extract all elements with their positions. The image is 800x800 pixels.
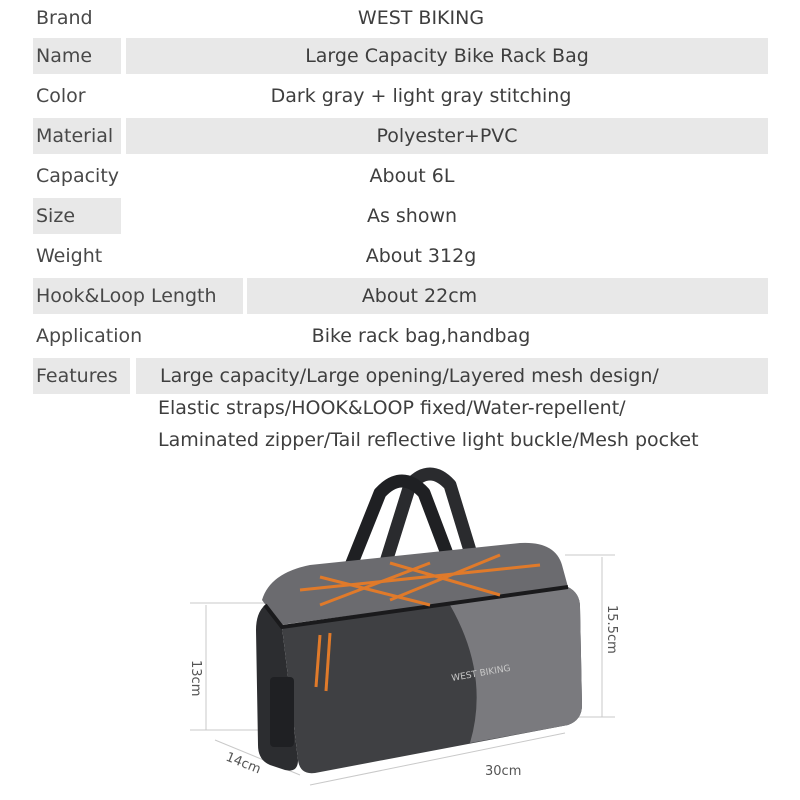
spec-row-size: Size As shown [0, 198, 800, 234]
spec-label: Material [33, 118, 121, 154]
spec-value: About 312g [365, 245, 477, 267]
spec-value-text: As shown [366, 205, 458, 227]
spec-label: Brand [36, 7, 93, 29]
spec-label: Capacity [36, 165, 120, 187]
feature-line: Large capacity/Large opening/Layered mes… [160, 365, 659, 387]
elastic-cords [299, 553, 541, 607]
spec-value: About 22cm [247, 278, 768, 314]
spec-row-capacity: Capacity About 6L [0, 158, 800, 194]
spec-row-hook-loop: Hook&Loop Length About 22cm [0, 278, 800, 314]
dim-14cm: 14cm [224, 750, 263, 778]
spec-value: Bike rack bag,handbag [311, 325, 531, 347]
spec-label: Size [33, 198, 121, 234]
spec-row-application: Application Bike rack bag,handbag [0, 318, 800, 354]
spec-row-weight: Weight About 312g [0, 238, 800, 274]
spec-value: As shown [126, 198, 698, 234]
spec-value: Polyester+PVC [126, 118, 768, 154]
spec-row-material: Material Polyester+PVC [0, 118, 800, 154]
spec-label: Hook&Loop Length [33, 278, 243, 314]
spec-label: Features [33, 358, 130, 394]
spec-row-brand: Brand WEST BIKING [0, 0, 800, 36]
handle-front [341, 474, 462, 578]
dim-15-5cm: 15.5cm [604, 605, 619, 654]
spec-value: Dark gray + light gray stitching [270, 85, 572, 107]
spec-row-features: Features [0, 358, 800, 394]
feature-line: Laminated zipper/Tail reflective light b… [158, 429, 699, 451]
dim-13cm: 13cm [188, 660, 203, 696]
spec-label: Name [33, 38, 121, 74]
spec-label: Application [36, 325, 143, 347]
spec-value: WEST BIKING [357, 7, 485, 29]
spec-value-text: About 22cm [361, 285, 478, 307]
zipper-pulls [314, 632, 332, 692]
spec-row-name: Name Large Capacity Bike Rack Bag [0, 38, 800, 74]
spec-value: Large Capacity Bike Rack Bag [126, 38, 768, 74]
spec-value-bg [136, 358, 768, 394]
velcro-strap [270, 677, 294, 747]
bag-lid [262, 542, 568, 625]
spec-value: About 6L [369, 165, 455, 187]
spec-label: Color [36, 85, 86, 107]
spec-label: Weight [36, 245, 103, 267]
zipper-trim [263, 585, 569, 630]
spec-row-color: Color Dark gray + light gray stitching [0, 78, 800, 114]
dim-30cm: 30cm [485, 764, 521, 779]
product-illustration: WEST BIKING 13cm 15.5cm 14cm 30cm [188, 467, 619, 786]
feature-line: Elastic straps/HOOK&LOOP fixed/Water-rep… [158, 397, 626, 419]
bag-light-panel [450, 587, 582, 743]
